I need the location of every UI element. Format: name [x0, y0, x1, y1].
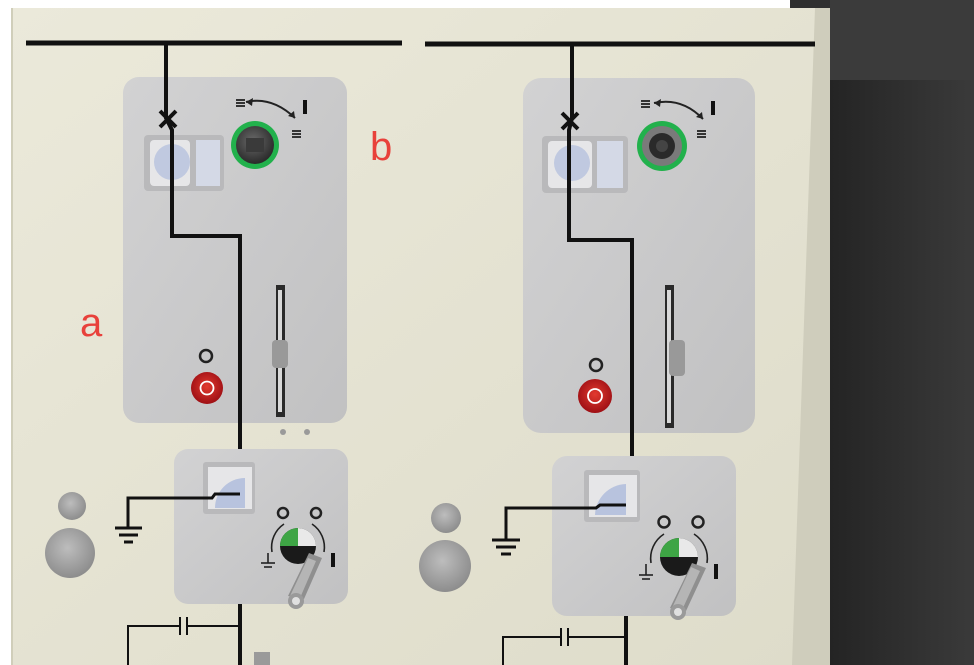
right-lower-panel: [552, 456, 736, 616]
right-earth-symbol-icon: [639, 564, 653, 580]
left-screws: [280, 429, 310, 435]
left-open-indicator: [198, 348, 214, 364]
right-upper-panel: [523, 78, 755, 433]
right-earth-line: [492, 503, 626, 556]
right-cable-holes: [419, 503, 471, 592]
left-cable-holes: [45, 492, 95, 578]
left-interlock-lever[interactable]: [272, 285, 288, 417]
right-earth-switch[interactable]: [649, 515, 718, 580]
label-b: b: [370, 125, 392, 169]
left-rotary-indicator[interactable]: [231, 98, 296, 169]
right-capacitor-icon: [502, 628, 626, 665]
left-earth-switch[interactable]: [270, 506, 335, 567]
left-red-button[interactable]: [191, 372, 223, 404]
left-indicator-marks: [236, 99, 307, 138]
left-lower-panel: [174, 449, 348, 604]
right-interlock-lever[interactable]: [665, 285, 685, 428]
left-operating-handle[interactable]: [288, 553, 322, 609]
right-indicator-marks: [641, 100, 715, 138]
right-x-switch-icon: [560, 111, 580, 131]
left-earth-symbol-icon: [261, 553, 275, 568]
left-capacitor-icon: [127, 617, 270, 665]
left-x-switch-icon: [158, 109, 178, 129]
left-earth-line: [115, 492, 240, 544]
right-rotary-indicator[interactable]: [637, 99, 704, 171]
left-window: [144, 135, 224, 191]
left-feeder-line: [164, 43, 242, 665]
label-a: a: [80, 301, 103, 345]
left-upper-panel: [123, 77, 347, 423]
right-open-indicator: [588, 357, 604, 373]
right-window: [542, 136, 628, 193]
right-red-button[interactable]: [578, 379, 612, 413]
right-operating-handle[interactable]: [670, 563, 706, 620]
